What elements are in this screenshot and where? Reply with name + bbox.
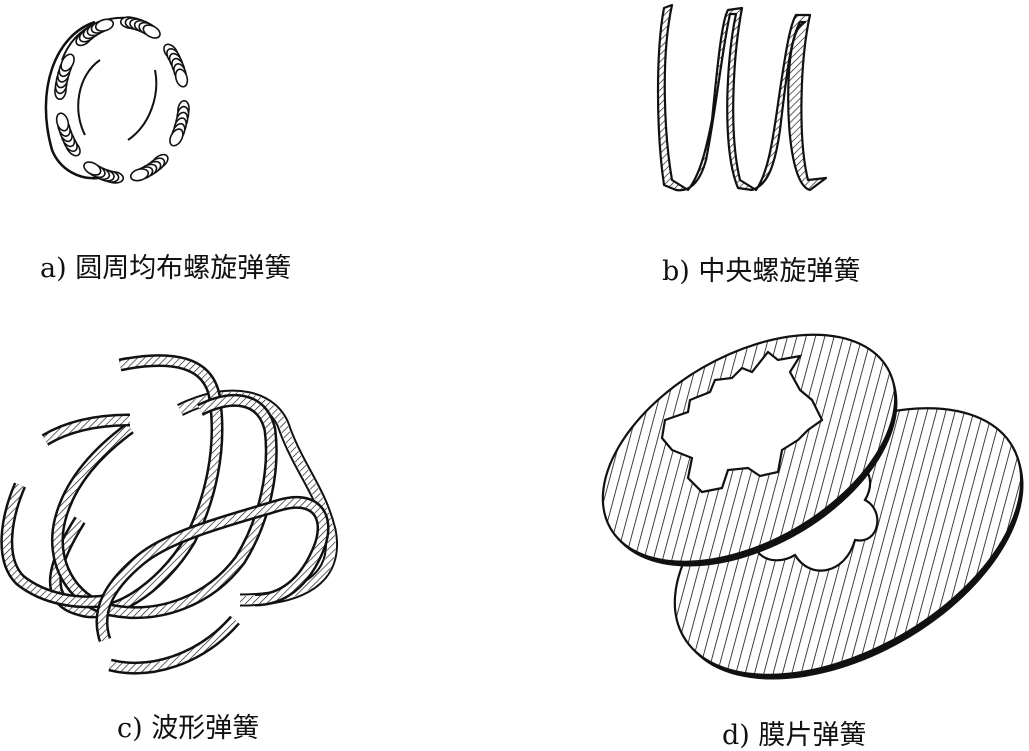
circumferential-coil-springs-drawing <box>44 16 190 184</box>
caption-b-central-coil-spring: b) 中央螺旋弹簧 <box>662 256 861 287</box>
caption-a-circumferential-coil-springs: a) 圆周均布螺旋弹簧 <box>40 253 292 284</box>
coil-bead <box>169 128 184 147</box>
wave-springs-drawing <box>0 354 338 675</box>
coil-bead <box>55 112 70 132</box>
coil-bead <box>129 168 150 182</box>
diaphragm-springs-drawing <box>601 333 1024 680</box>
coil-bead <box>83 161 102 176</box>
caption-d-diaphragm-springs: d) 膜片弹簧 <box>722 720 867 751</box>
coil-bead <box>174 68 189 88</box>
coil-bead <box>60 53 75 72</box>
caption-c-wave-springs: c) 波形弹簧 <box>117 713 260 744</box>
coil-bead <box>142 24 161 39</box>
coil-bead <box>94 18 115 32</box>
central-coil-spring-drawing <box>656 3 828 192</box>
